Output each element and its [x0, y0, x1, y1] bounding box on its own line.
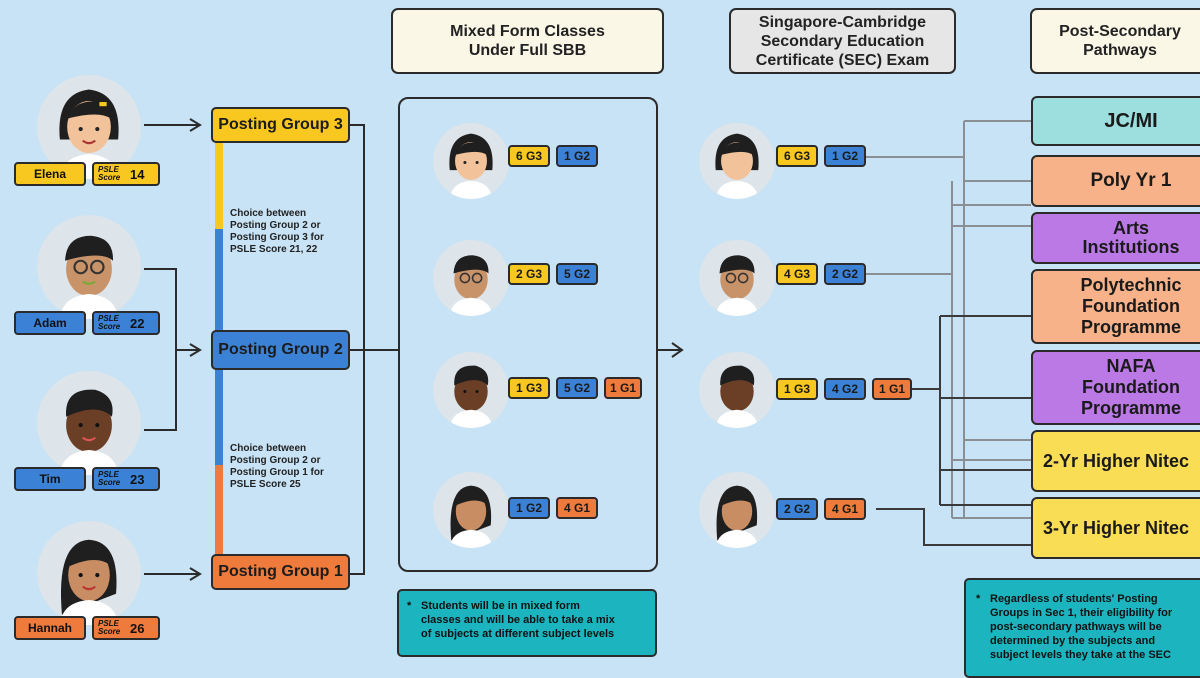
sec-badge-hannah-g2: 2 G2	[776, 498, 818, 520]
mixed-badge-adam-g2: 5 G2	[556, 263, 598, 285]
note-star: *	[407, 600, 412, 612]
mixed-classes-note-text: Students will be in mixed form classes a…	[421, 600, 615, 640]
mixed-badge-hannah-g2: 1 G2	[508, 497, 550, 519]
psle-score-label: PSLE Score	[98, 165, 121, 182]
sec-avatar-adam	[699, 240, 775, 316]
student-name-adam: Adam	[14, 311, 86, 335]
posting-group-2: Posting Group 2	[211, 330, 350, 370]
psle-score-label: PSLE Score	[98, 470, 121, 487]
mixed-avatar-adam	[433, 240, 509, 316]
mixed-avatar-elena	[433, 123, 509, 199]
posting-spine-orange	[215, 465, 223, 557]
mixed-badge-hannah-g1: 4 G1	[556, 497, 598, 519]
score-box-elena: PSLE Score 14	[92, 162, 160, 186]
score-box-adam: PSLE Score 22	[92, 311, 160, 335]
psle-score-value: 26	[130, 620, 145, 636]
sec-badge-tim-g2: 4 G2	[824, 378, 866, 400]
header-sec-exam: Singapore-Cambridge Secondary Education …	[729, 8, 956, 74]
pathway-2yr-higher-nitec: 2-Yr Higher Nitec	[1031, 430, 1200, 492]
sec-badge-adam-g3: 4 G3	[776, 263, 818, 285]
psle-score-label: PSLE Score	[98, 314, 121, 331]
pathway-nafa-foundation: NAFA Foundation Programme	[1031, 350, 1200, 425]
pathway-poly-yr1: Poly Yr 1	[1031, 155, 1200, 207]
posting-group-3: Posting Group 3	[211, 107, 350, 143]
avatar-elena	[37, 75, 141, 179]
mixed-form-classes-box	[398, 97, 658, 572]
mixed-badge-tim-g1: 1 G1	[604, 377, 642, 399]
student-name-tim: Tim	[14, 467, 86, 491]
psle-score-value: 14	[130, 166, 145, 182]
mixed-badge-elena-g3: 6 G3	[508, 145, 550, 167]
avatar-tim	[37, 371, 141, 475]
pathway-polytechnic-foundation: Polytechnic Foundation Programme	[1031, 269, 1200, 344]
sec-badge-elena-g2: 1 G2	[824, 145, 866, 167]
sec-badge-hannah-g1: 4 G1	[824, 498, 866, 520]
note-star: *	[976, 593, 981, 605]
post-secondary-note: * Regardless of students' Posting Groups…	[964, 578, 1200, 678]
pathway-3yr-higher-nitec: 3-Yr Higher Nitec	[1031, 497, 1200, 559]
psle-score-value: 23	[130, 471, 145, 487]
post-secondary-note-text: Regardless of students' Posting Groups i…	[990, 593, 1173, 661]
mixed-badge-tim-g2: 5 G2	[556, 377, 598, 399]
avatar-adam	[37, 215, 141, 319]
score-box-tim: PSLE Score 23	[92, 467, 160, 491]
mixed-badge-adam-g3: 2 G3	[508, 263, 550, 285]
student-name-elena: Elena	[14, 162, 86, 186]
score-box-hannah: PSLE Score 26	[92, 616, 160, 640]
posting-spine-yellow	[215, 143, 223, 229]
mixed-avatar-tim	[433, 352, 509, 428]
sec-avatar-tim	[699, 352, 775, 428]
psle-score-label: PSLE Score	[98, 619, 121, 636]
sec-avatar-elena	[699, 123, 775, 199]
pathway-arts-institutions: Arts Institutions	[1031, 212, 1200, 264]
note-choice-pg2-pg1: Choice between Posting Group 2 or Postin…	[230, 443, 324, 490]
header-mixed-form-classes: Mixed Form Classes Under Full SBB	[391, 8, 664, 74]
avatar-hannah	[37, 521, 141, 625]
sec-badge-adam-g2: 2 G2	[824, 263, 866, 285]
mixed-badge-tim-g3: 1 G3	[508, 377, 550, 399]
sec-badge-tim-g3: 1 G3	[776, 378, 818, 400]
sec-badge-tim-g1: 1 G1	[872, 378, 912, 400]
note-choice-pg2-pg3: Choice between Posting Group 2 or Postin…	[230, 208, 324, 255]
student-name-hannah: Hannah	[14, 616, 86, 640]
sec-avatar-hannah	[699, 472, 775, 548]
psle-score-value: 22	[130, 315, 145, 331]
pathway-jc-mi: JC/MI	[1031, 96, 1200, 146]
posting-group-1: Posting Group 1	[211, 554, 350, 590]
mixed-classes-note: * Students will be in mixed form classes…	[397, 589, 657, 657]
sec-badge-elena-g3: 6 G3	[776, 145, 818, 167]
mixed-avatar-hannah	[433, 472, 509, 548]
mixed-badge-elena-g2: 1 G2	[556, 145, 598, 167]
header-post-secondary: Post-Secondary Pathways	[1030, 8, 1200, 74]
